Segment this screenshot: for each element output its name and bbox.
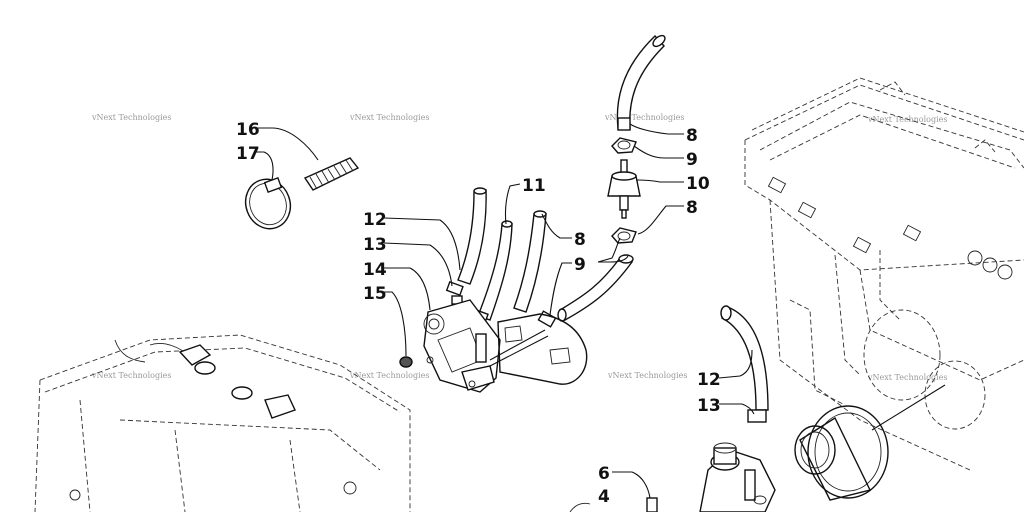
watermark-3: vNext Technologies [604,113,684,122]
watermark-5: vNext Technologies [91,371,171,380]
callout-12-upper: 12 [363,210,387,230]
callout-11: 11 [522,176,546,196]
callout-13-lower: 13 [697,396,721,416]
small-parts-4-6 [569,497,658,512]
watermark-6: vNext Technologies [349,371,429,380]
watermark-8: vNext Technologies [867,373,947,382]
callout-labels: 16 17 12 13 14 15 11 8 9 10 8 8 9 12 13 … [236,120,721,507]
callout-9-mid: 9 [574,255,586,275]
callout-6: 6 [598,464,610,484]
callout-12-lower: 12 [697,370,721,390]
upper-fuel-hose [616,34,666,131]
grommet-part-15 [399,356,413,368]
watermark-7: vNext Technologies [607,371,687,380]
leader-lines [255,123,755,499]
fuel-tank [34,334,411,512]
lower-hose-part-12 [720,305,769,423]
fuel-filter-part-10 [607,159,641,219]
intake-boot [794,384,946,501]
callout-16: 16 [236,120,260,140]
engine-block [744,77,1024,471]
watermarks: vNext Technologies vNext Technologies vN… [91,113,947,382]
carburetor-assembly [699,442,776,512]
pump-outlet-hose [557,254,634,322]
pump-hoses [457,187,547,321]
callout-10: 10 [686,174,710,194]
callout-15: 15 [363,284,387,304]
callout-9-top: 9 [686,150,698,170]
callout-14: 14 [363,260,387,280]
pump-bracket [489,313,588,385]
callout-8-right: 8 [686,198,698,218]
watermark-1: vNext Technologies [91,113,171,122]
callout-8-top: 8 [686,126,698,146]
hose-clamp-upper [611,137,637,154]
callout-13-upper: 13 [363,235,387,255]
fuel-pump-part-14 [423,299,501,393]
hose-clamp-lower [611,227,637,244]
watermark-2: vNext Technologies [349,113,429,122]
callout-8-mid: 8 [574,230,586,250]
clamp-ring-part-17 [244,177,292,230]
callout-4: 4 [598,487,610,507]
spring-part-16 [303,157,360,191]
callout-17: 17 [236,144,260,164]
